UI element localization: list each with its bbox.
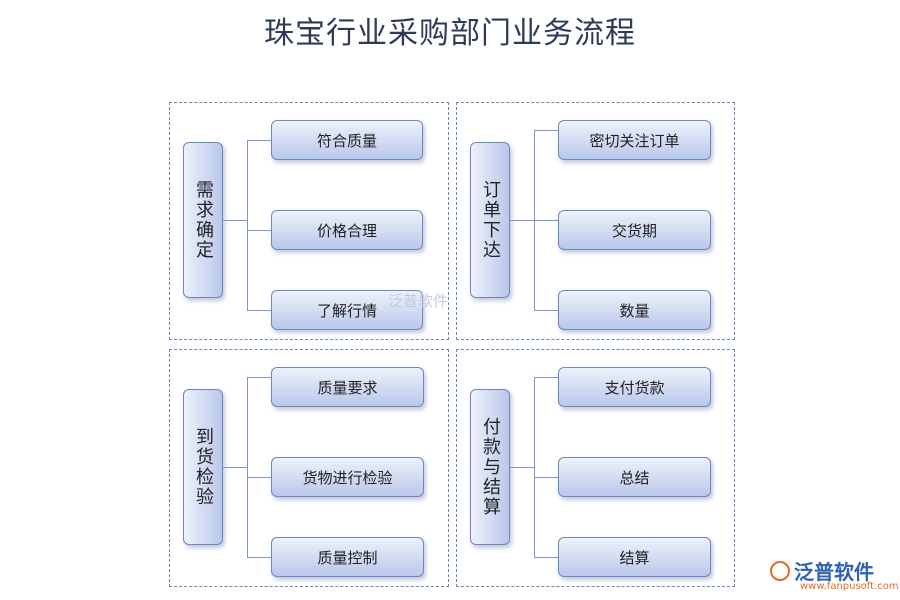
panel-order	[456, 102, 735, 340]
panel-payment	[456, 349, 735, 587]
connector-line	[534, 310, 558, 311]
connector-line	[534, 557, 558, 558]
category-order: 订单下达	[470, 142, 510, 298]
item-box: 交货期	[558, 210, 711, 250]
connector-line	[223, 467, 247, 468]
logo-text: 泛普软件	[794, 560, 874, 584]
category-inspection: 到货检验	[183, 389, 223, 545]
logo-icon	[770, 560, 790, 581]
connector-line	[247, 230, 271, 231]
item-box: 数量	[558, 290, 711, 330]
connector-line	[534, 477, 558, 478]
item-box: 符合质量	[271, 120, 423, 160]
connector-line	[247, 557, 271, 558]
item-box: 价格合理	[271, 210, 423, 250]
item-box: 质量控制	[271, 537, 424, 577]
connector-line	[534, 130, 558, 131]
item-box: 总结	[558, 457, 711, 497]
connector-line	[247, 140, 248, 310]
item-box: 货物进行检验	[271, 457, 424, 497]
item-box: 支付货款	[558, 367, 711, 407]
item-box: 了解行情	[271, 290, 423, 330]
connector-line	[247, 377, 248, 557]
connector-line	[247, 377, 271, 378]
item-box: 结算	[558, 537, 711, 577]
connector-line	[247, 477, 271, 478]
connector-line	[247, 140, 271, 141]
connector-line	[510, 467, 534, 468]
connector-line	[534, 377, 558, 378]
watermark: 泛普软件	[388, 292, 449, 310]
item-box: 质量要求	[271, 367, 424, 407]
connector-line	[534, 377, 535, 557]
connector-line	[247, 310, 271, 311]
connector-line	[223, 220, 247, 221]
category-demand: 需求确定	[183, 142, 223, 298]
item-box: 密切关注订单	[558, 120, 711, 160]
connector-line	[534, 220, 558, 221]
page-title: 珠宝行业采购部门业务流程	[264, 16, 636, 51]
logo-url: www.fanpusoft.com	[800, 581, 899, 592]
logo: 泛普软件	[770, 556, 874, 585]
panel-inspection	[169, 349, 449, 587]
category-payment: 付款与结算	[470, 389, 510, 545]
connector-line	[510, 220, 534, 221]
panel-demand	[169, 102, 449, 340]
